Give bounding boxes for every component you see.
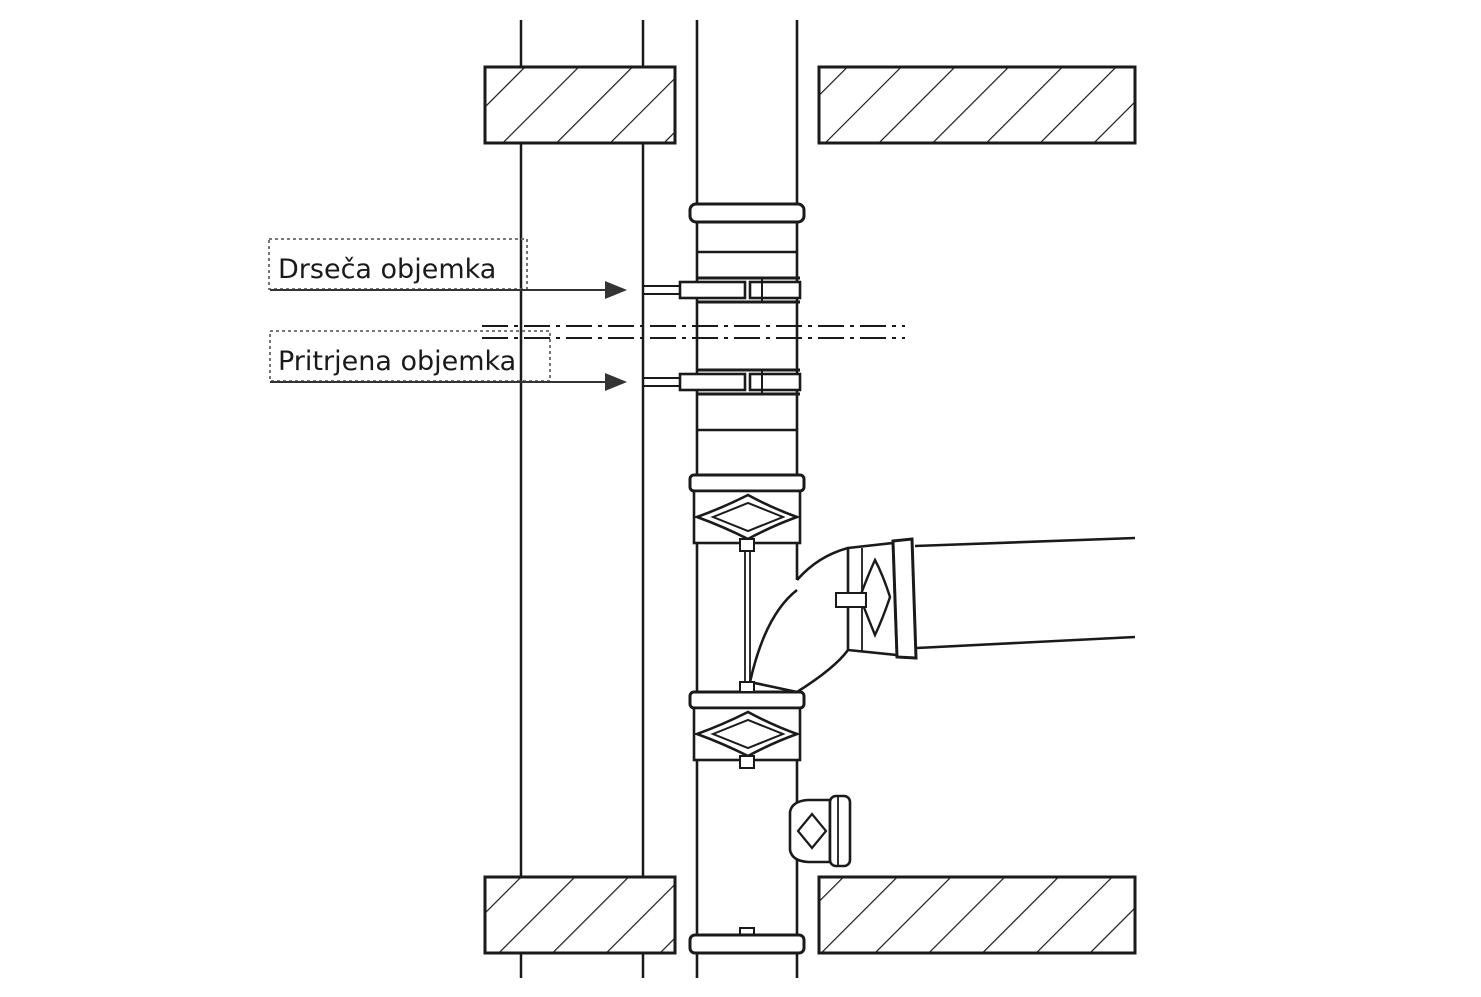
sliding-clamp-label-box [268, 238, 528, 290]
sliding-clamp [643, 276, 802, 304]
fixed-clamp [643, 368, 802, 396]
sliding-clamp-arrowhead [605, 281, 627, 299]
lower-floor-slab [483, 875, 1137, 955]
fixed-clamp-label: Pritrjena objemka [278, 346, 516, 377]
inner-rod [744, 551, 751, 682]
separation-line [482, 325, 905, 339]
sliding-clamp-callout: Drseča objemka [268, 238, 627, 299]
bottom-socket [688, 927, 806, 978]
fixed-clamp-arrowhead [605, 373, 627, 391]
inspection-cap [788, 794, 852, 868]
wall-lines [519, 20, 645, 978]
upper-floor-slab [483, 65, 1137, 145]
upper-coupling [688, 473, 806, 552]
branch-elbow [748, 536, 1136, 694]
sliding-clamp-label: Drseča objemka [278, 254, 496, 285]
fixed-clamp-callout: Pritrjena objemka [269, 330, 627, 391]
top-socket [688, 202, 806, 224]
lower-coupling [688, 681, 806, 769]
